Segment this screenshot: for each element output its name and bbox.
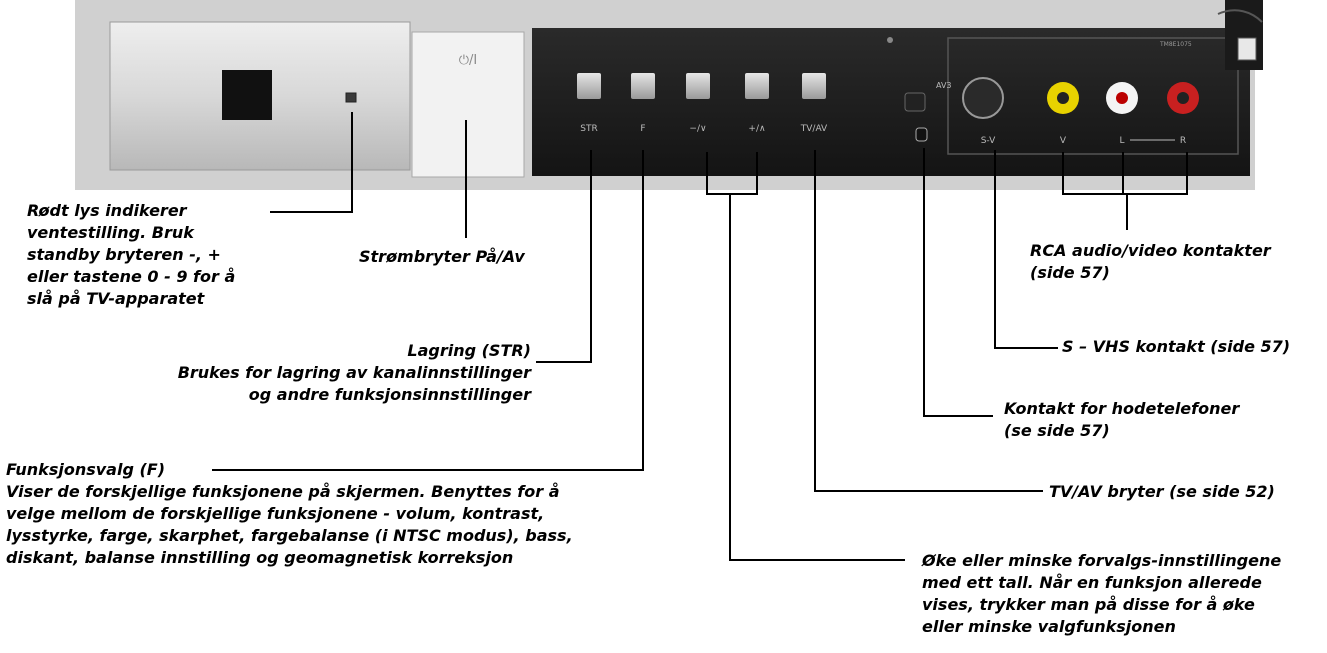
headphones-callout: Kontakt for hodetelefoner (se side 57) (1004, 398, 1239, 442)
rca-callout: RCA audio/video kontakter (side 57) (1030, 240, 1271, 284)
r-label: R (1180, 136, 1186, 146)
tv-av-button-label: TV/AV (800, 124, 828, 134)
plus-up-button-label: +/∧ (748, 124, 765, 134)
svhs-callout: S – VHS kontakt (side 57) (1062, 336, 1290, 358)
headphone-jack[interactable] (916, 128, 927, 141)
leader-updown (730, 194, 905, 560)
plus-up-button[interactable] (745, 73, 769, 99)
video-rca-jack-center (1057, 92, 1069, 104)
audio-right-rca-jack-center (1177, 92, 1189, 104)
remote-sensor-window (222, 70, 272, 120)
power-switch-callout: Strømbryter På/Av (359, 246, 525, 268)
leader-function (212, 150, 643, 470)
av3-jack[interactable] (905, 93, 925, 111)
v-label: V (1060, 136, 1067, 146)
s-video-connector[interactable] (963, 78, 1003, 118)
standby-indicator-light (346, 93, 356, 102)
minus-down-button[interactable] (686, 73, 710, 99)
panel-screw (887, 37, 893, 43)
l-label: L (1119, 136, 1124, 146)
av3-label: AV3 (936, 81, 952, 90)
red-light-callout: Rødt lys indikerer ventestilling. Bruk s… (27, 200, 235, 310)
model-code: TM8E1075 (1159, 41, 1192, 48)
updown-callout: Øke eller minske forvalgs-innstillingene… (922, 550, 1281, 638)
f-button-label: F (640, 124, 645, 134)
storage-callout: Lagring (STR) Brukes for lagring av kana… (178, 340, 531, 406)
f-button[interactable] (631, 73, 655, 99)
corner-port (1238, 38, 1256, 60)
minus-down-button-label: −/∨ (689, 124, 706, 134)
tvav-callout: TV/AV bryter (se side 52) (1049, 481, 1275, 503)
tv-av-button[interactable] (802, 73, 826, 99)
audio-left-rca-jack-center (1116, 92, 1128, 104)
power-symbol: ⏻/I (459, 53, 478, 68)
panel-photo: ⏻/I TM8E1075 (75, 0, 1263, 190)
sv-label: S-V (981, 136, 996, 146)
str-button-label: STR (580, 124, 597, 134)
function-callout: Funksjonsvalg (F) Viser de forskjellige … (6, 459, 573, 569)
str-button[interactable] (577, 73, 601, 99)
